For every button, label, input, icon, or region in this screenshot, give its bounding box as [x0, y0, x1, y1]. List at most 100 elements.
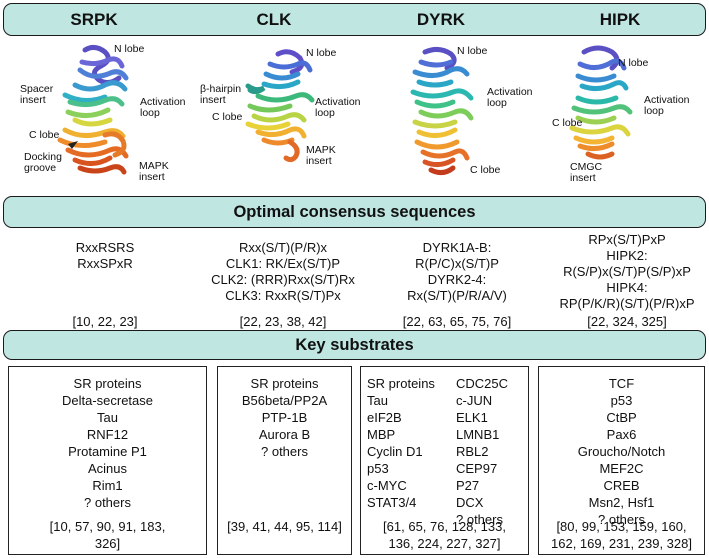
hipk-consensus-line: HIPK4:	[606, 280, 648, 295]
hipk-ribbon-illustration	[569, 45, 633, 160]
dyrk-label-activation-loop: Activation loop	[487, 86, 533, 109]
header-hipk: HIPK	[599, 9, 641, 29]
clk-substrate-list: SR proteins B56beta/PP2A PTP-1B Aurora B…	[218, 375, 351, 460]
clk-label-mapk-insert: MAPK insert	[306, 144, 336, 167]
dyrk-consensus: DYRK1A-B: R(P/C)x(S/T)P DYRK2-4: Rx(S/T)…	[372, 240, 542, 304]
srpk-substrates-box: SR proteins Delta-secretase Tau RNF12 Pr…	[8, 366, 207, 555]
substrate-item: SR proteins	[73, 376, 142, 391]
substrate-item: RBL2	[456, 444, 489, 459]
dyrk-ribbon-illustration	[410, 46, 474, 176]
hipk-structure: N lobe Activation loop C lobe CMGC inser…	[552, 40, 709, 190]
dyrk-consensus-refs: [22, 63, 65, 75, 76]	[402, 314, 512, 329]
dyrk-substrates-box: SR proteins Tau eIF2B MBP Cyclin D1 p53 …	[360, 366, 529, 555]
substrate-item: Delta-secretase	[61, 393, 154, 408]
substrate-item: TCF	[608, 376, 635, 391]
substrate-item: p53	[610, 393, 633, 408]
substrate-item: Tau	[367, 393, 388, 408]
hipk-substrates-box: TCF p53 CtBP Pax6 Groucho/Notch MEF2C CR…	[538, 366, 705, 555]
substrate-item: Protamine P1	[68, 444, 147, 459]
hipk-label-n-lobe: N lobe	[618, 57, 649, 69]
clk-consensus-line: CLK3: RxxR(S/T)Px	[225, 288, 341, 303]
substrate-item: CtBP	[606, 410, 637, 425]
ref-line: 326]	[94, 535, 121, 551]
clk-substrates-box: SR proteins B56beta/PP2A PTP-1B Aurora B…	[217, 366, 352, 555]
substrate-item: p53	[367, 461, 389, 476]
substrate-item: Acinus	[87, 461, 128, 476]
srpk-substrate-list: SR proteins Delta-secretase Tau RNF12 Pr…	[9, 375, 206, 511]
hipk-consensus: RPx(S/T)PxP HIPK2: R(S/P)x(S/T)P(S/P)xP …	[545, 232, 709, 312]
substrate-item: PTP-1B	[261, 410, 308, 425]
substrate-item: MEF2C	[599, 461, 644, 476]
clk-consensus-line: CLK2: (RRR)Rxx(S/T)Rx	[211, 272, 355, 287]
substrate-item: eIF2B	[367, 410, 402, 425]
substrate-item: DCX	[456, 495, 484, 510]
srpk-label-spacer-insert: Spacer insert	[20, 83, 54, 106]
srpk-label-activation-loop: Activation loop	[140, 96, 186, 119]
substrate-item: P27	[456, 478, 480, 493]
ref-line: 136, 224, 227, 327]	[388, 535, 501, 551]
dyrk-substrate-list-right: CDC25C c-JUN ELK1 LMNB1 RBL2 CEP97 P27 D…	[456, 375, 508, 528]
srpk-structure: N lobe Spacer insert Activation loop C l…	[20, 40, 186, 190]
substrate-item: ? others	[84, 495, 131, 510]
hipk-substrate-refs: [80, 99, 153, 159, 160, 162, 169, 231, 2…	[539, 519, 704, 552]
clk-consensus-refs: [22, 23, 38, 42]	[239, 314, 327, 329]
consensus-title: Optimal consensus sequences	[233, 202, 476, 221]
dyrk-label-n-lobe: N lobe	[457, 45, 488, 57]
substrate-item: ? others	[598, 512, 645, 527]
dyrk-substrate-list-left: SR proteins Tau eIF2B MBP Cyclin D1 p53 …	[367, 375, 435, 511]
srpk-ribbon-illustration	[57, 44, 129, 175]
substrate-item: SR proteins	[250, 376, 319, 391]
substrate-item: ELK1	[456, 410, 488, 425]
dyrk-substrate-refs: [61, 65, 76, 128, 133, 136, 224, 227, 32…	[361, 519, 528, 552]
header-dyrk: DYRK	[416, 9, 466, 29]
clk-consensus-line: CLK1: RK/Ex(S/T)P	[225, 256, 341, 271]
srpk-consensus-refs: [10, 22, 23]	[72, 314, 138, 329]
hipk-consensus-line: RP(P/K/R)(S/T)(P/R)xP	[559, 296, 695, 311]
clk-label-c-lobe: C lobe	[212, 111, 243, 123]
dyrk-label-c-lobe: C lobe	[470, 164, 501, 176]
hipk-consensus-line: HIPK2:	[606, 248, 648, 263]
srpk-label-c-lobe: C lobe	[29, 129, 60, 141]
substrate-item: MBP	[367, 427, 396, 442]
srpk-consensus: RxxRSRS RxxSPxR	[25, 240, 185, 272]
substrate-item: B56beta/PP2A	[241, 393, 328, 408]
clk-label-beta-hairpin-insert: β-hairpin insert	[200, 83, 242, 106]
substrate-item: LMNB1	[456, 427, 500, 442]
ref-line: [80, 99, 153, 159, 160,	[556, 519, 687, 534]
clk-structure: N lobe β-hairpin insert Activation loop …	[198, 40, 361, 190]
header-clk: CLK	[256, 9, 292, 29]
clk-label-activation-loop: Activation loop	[315, 96, 361, 119]
dyrk-consensus-line: R(P/C)x(S/T)P	[415, 256, 499, 271]
dyrk-consensus-line: DYRK1A-B:	[422, 240, 492, 255]
substrates-section-header: Key substrates	[3, 330, 706, 360]
dyrk-consensus-line: Rx(S/T)(P/R/A/V)	[407, 288, 507, 303]
substrate-item: ? others	[456, 512, 503, 527]
srpk-label-n-lobe: N lobe	[114, 43, 145, 55]
clk-substrate-refs: [39, 41, 44, 95, 114]	[218, 519, 351, 536]
substrate-item: Cyclin D1	[367, 444, 423, 459]
substrate-item: SR proteins	[367, 376, 435, 391]
dyrk-consensus-line: DYRK2-4:	[427, 272, 487, 287]
substrate-item: CDC25C	[456, 376, 509, 391]
ref-line: [61, 65, 76, 128, 133,	[383, 519, 506, 534]
substrate-item: Msn2, Hsf1	[588, 495, 655, 510]
substrate-item: RNF12	[86, 427, 129, 442]
hipk-label-cmgc-insert: CMGC insert	[570, 161, 603, 184]
substrate-item: c-MYC	[367, 478, 407, 493]
header-srpk: SRPK	[70, 9, 118, 29]
ref-line: 162, 169, 231, 239, 328]	[551, 535, 692, 551]
kinase-family-header: SRPK CLK DYRK HIPK	[3, 3, 706, 36]
srpk-consensus-line: RxxSPxR	[77, 256, 133, 271]
srpk-consensus-line: RxxRSRS	[75, 240, 135, 255]
substrate-item: CEP97	[456, 461, 498, 476]
hipk-consensus-line: RPx(S/T)PxP	[588, 232, 666, 247]
clk-label-n-lobe: N lobe	[306, 47, 337, 59]
substrate-item: Groucho/Notch	[577, 444, 666, 459]
ref-line: [39, 41, 44, 95, 114]	[227, 519, 342, 534]
ref-line: [10, 57, 90, 91, 183,	[49, 519, 166, 534]
substrate-item: Rim1	[92, 478, 123, 493]
substrate-item: ? others	[261, 444, 308, 459]
substrate-item: Aurora B	[258, 427, 311, 442]
substrate-item: c-JUN	[456, 393, 493, 408]
substrate-item: Tau	[97, 410, 118, 425]
